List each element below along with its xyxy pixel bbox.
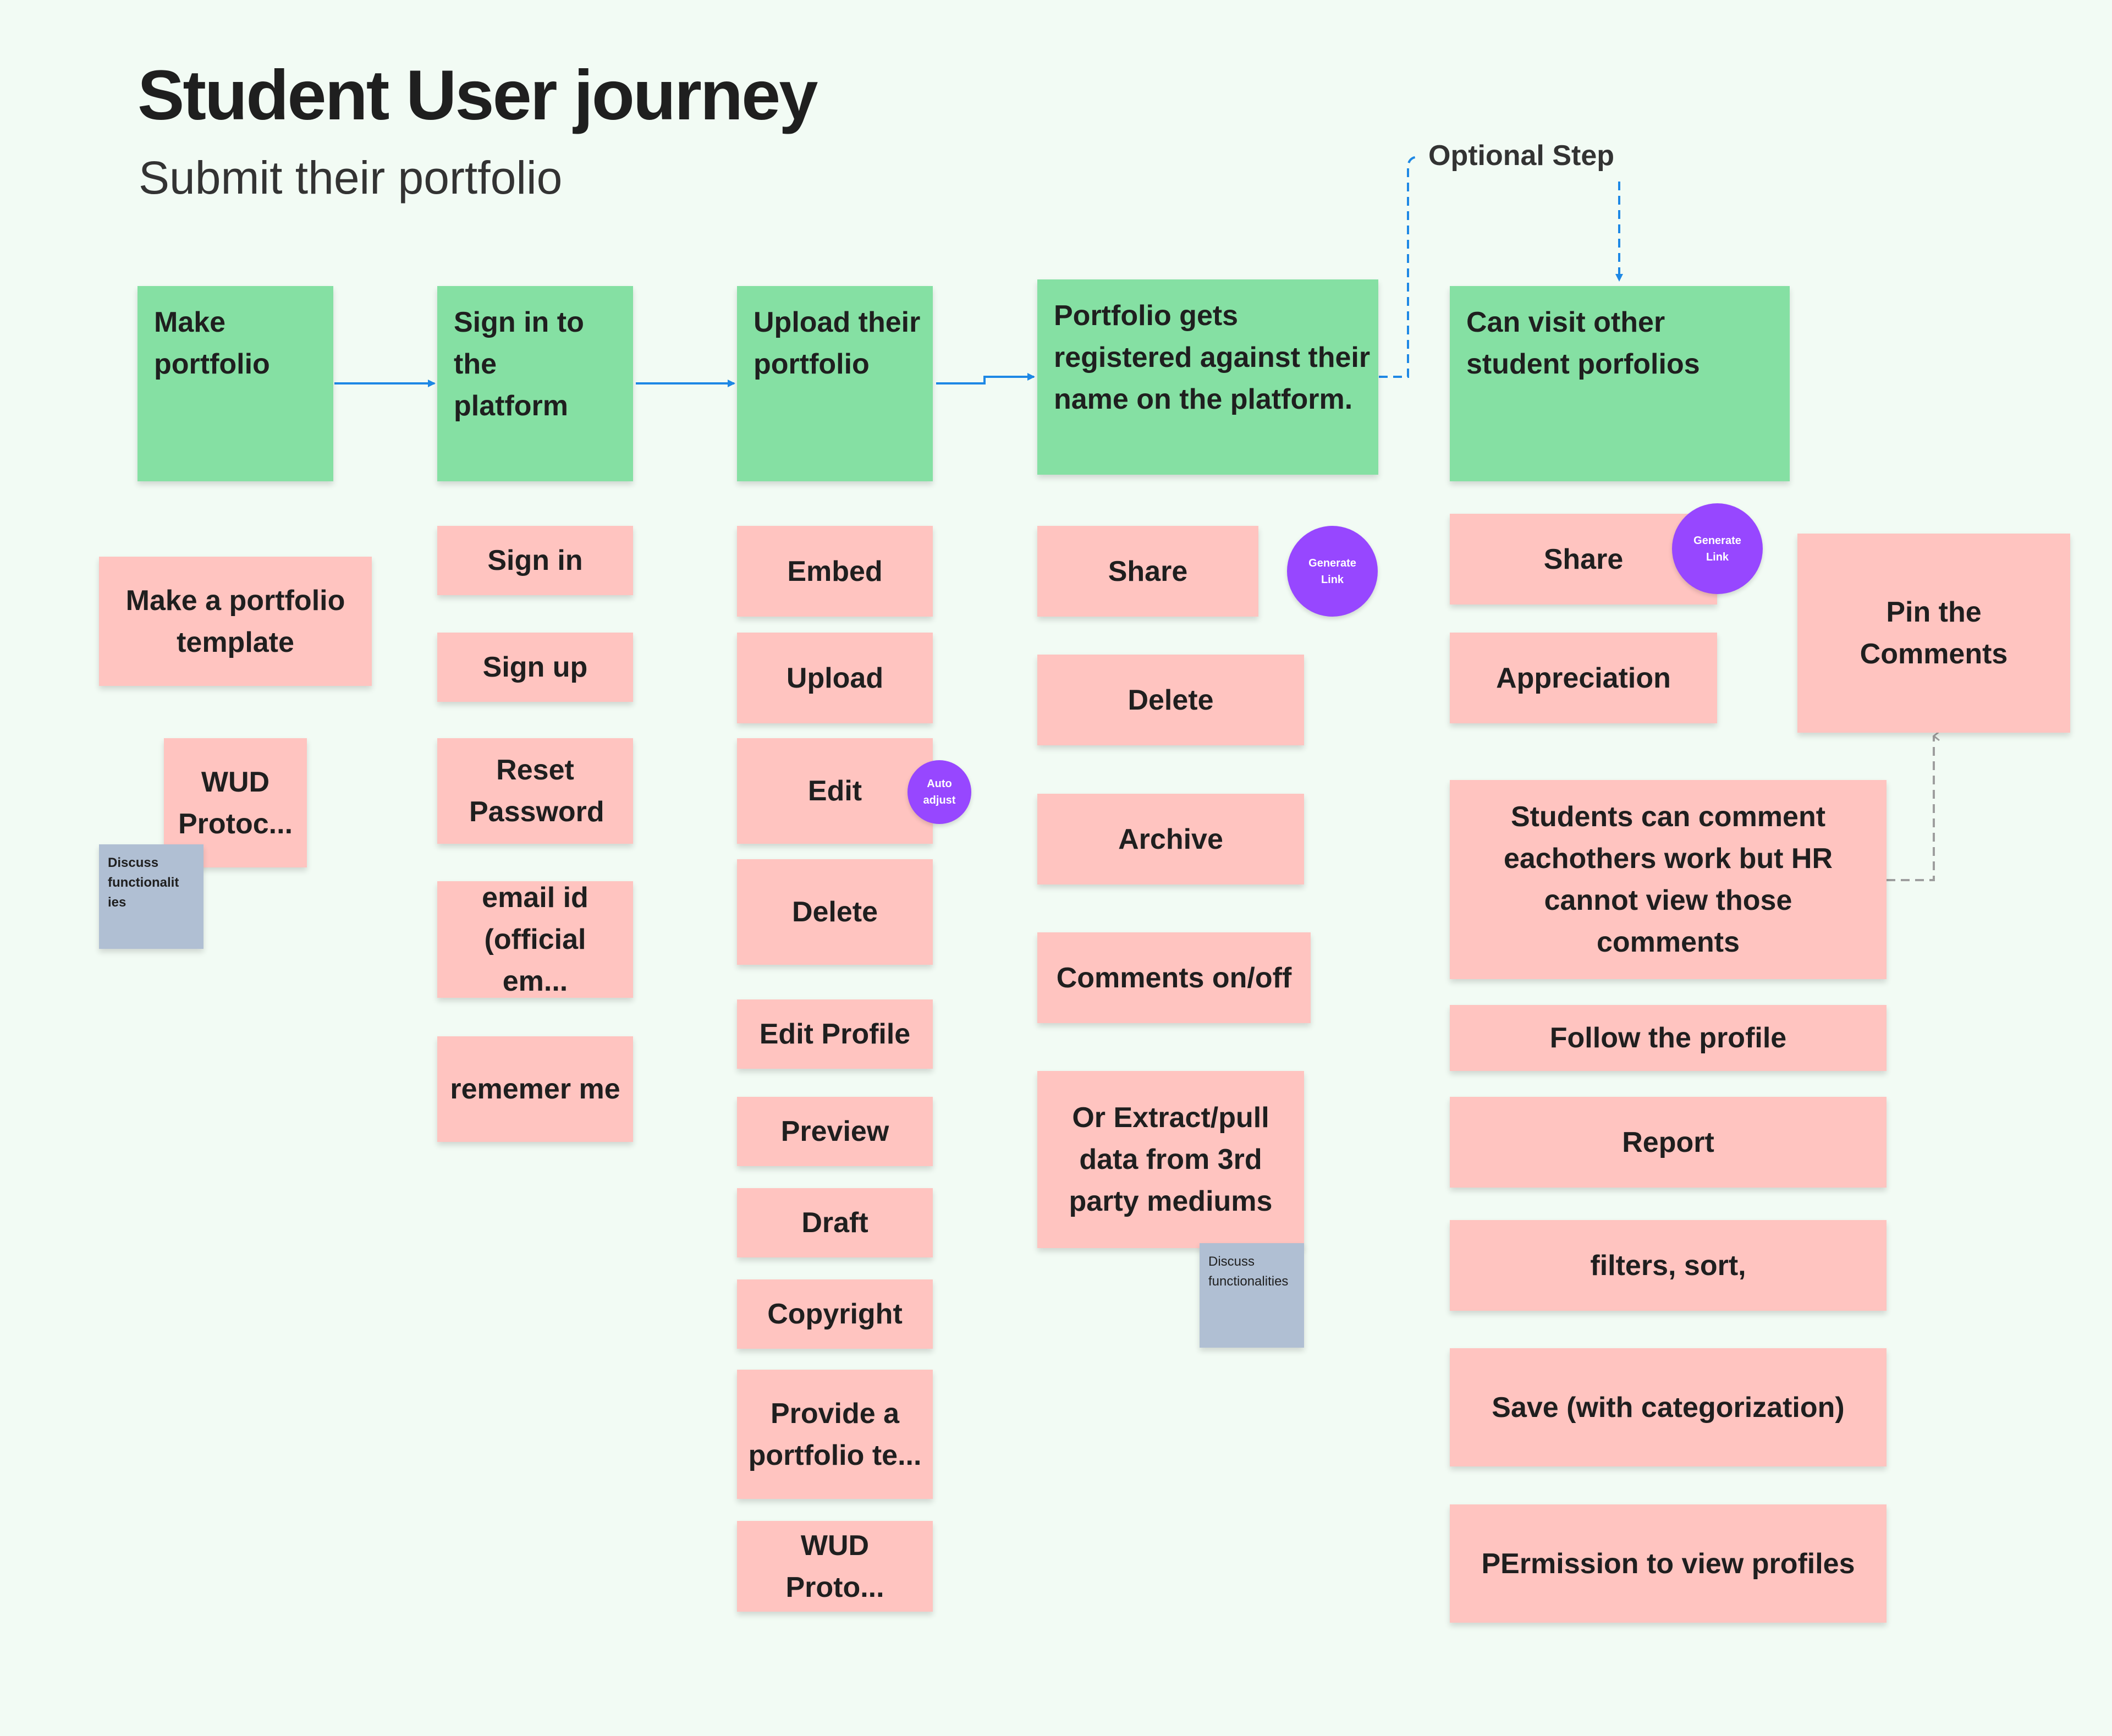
step-visit-other-portfolios[interactable]: Can visit other student porfolios	[1450, 286, 1790, 481]
card-edit[interactable]: Edit	[737, 738, 933, 844]
card-preview[interactable]: Preview	[737, 1097, 933, 1166]
page-subtitle: Submit their portfolio	[139, 152, 563, 204]
card-wud-proto[interactable]: WUD Proto...	[737, 1521, 933, 1612]
card-sign-up[interactable]: Sign up	[437, 633, 633, 702]
card-appreciation[interactable]: Appreciation	[1450, 633, 1717, 723]
card-extract-3rd-party[interactable]: Or Extract/pull data from 3rd party medi…	[1037, 1071, 1304, 1248]
card-follow-profile[interactable]: Follow the profile	[1450, 1005, 1887, 1071]
step-portfolio-registered[interactable]: Portfolio gets registered against their …	[1037, 279, 1378, 475]
optional-step-connector	[1379, 156, 1420, 378]
card-make-portfolio-template[interactable]: Make a portfolio template	[99, 557, 372, 686]
card-draft[interactable]: Draft	[737, 1188, 933, 1257]
card-archive[interactable]: Archive	[1037, 794, 1304, 885]
auto-adjust-badge[interactable]: Auto adjust	[908, 760, 971, 824]
comment-to-pin-connector	[1887, 730, 1940, 881]
card-edit-profile[interactable]: Edit Profile	[737, 999, 933, 1069]
card-remember-me[interactable]: rememer me	[437, 1036, 633, 1142]
step-make-portfolio[interactable]: Make portfolio	[138, 286, 333, 481]
card-report[interactable]: Report	[1450, 1097, 1887, 1188]
optional-step-label: Optional Step	[1428, 140, 1614, 172]
card-save-categorization[interactable]: Save (with categorization)	[1450, 1348, 1887, 1466]
card-sign-in[interactable]: Sign in	[437, 526, 633, 595]
step-label: Portfolio gets registered against their …	[1054, 300, 1371, 415]
step-upload-portfolio[interactable]: Upload their portfolio	[737, 286, 933, 481]
step-label: Can visit other student porfolios	[1466, 306, 1700, 380]
page-title: Student User journey	[138, 56, 818, 135]
card-student-comments[interactable]: Students can comment eachothers work but…	[1450, 780, 1887, 979]
card-embed[interactable]: Embed	[737, 526, 933, 617]
step-label: Upload their portfolio	[754, 306, 921, 380]
card-share-profile[interactable]: Share	[1450, 514, 1717, 605]
generate-link-badge-2[interactable]: Generate Link	[1672, 503, 1763, 594]
card-share[interactable]: Share	[1037, 526, 1258, 617]
step-label: Make portfolio	[154, 306, 270, 380]
card-permission-view-profiles[interactable]: PErmission to view profiles	[1450, 1504, 1887, 1623]
step-label: Sign in to the platform	[454, 306, 584, 422]
card-wud-protocol[interactable]: WUD Protoc...	[164, 738, 307, 867]
card-comments-toggle[interactable]: Comments on/off	[1037, 932, 1311, 1023]
card-reset-password[interactable]: Reset Password	[437, 738, 633, 844]
card-provide-portfolio-template[interactable]: Provide a portfolio te...	[737, 1370, 933, 1499]
generate-link-badge[interactable]: Generate Link	[1287, 526, 1378, 617]
step-sign-in[interactable]: Sign in to the platform	[437, 286, 633, 481]
card-upload[interactable]: Upload	[737, 633, 933, 723]
card-delete-portfolio[interactable]: Delete	[737, 859, 933, 965]
card-email-id[interactable]: email id (official em...	[437, 881, 633, 998]
card-delete[interactable]: Delete	[1037, 655, 1304, 745]
sticky-discuss-functionalities[interactable]: Discuss functionalit ies	[99, 844, 204, 949]
card-filters-sort[interactable]: filters, sort,	[1450, 1220, 1887, 1311]
connector-step3-step4	[936, 373, 1035, 384]
card-copyright[interactable]: Copyright	[737, 1279, 933, 1349]
card-pin-comments[interactable]: Pin the Comments	[1797, 534, 2070, 733]
sticky-discuss-functionalities-2[interactable]: Discuss functionalities	[1200, 1243, 1304, 1348]
